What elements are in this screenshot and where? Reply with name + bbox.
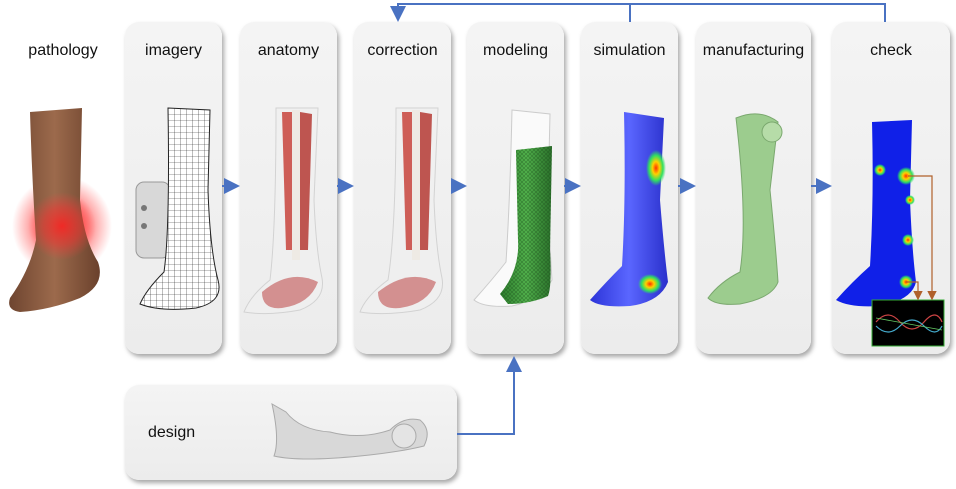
feedback-arrow xyxy=(390,3,886,22)
correction-illustration xyxy=(359,107,444,315)
stage-label-correction: correction xyxy=(367,42,438,59)
design-arrow xyxy=(457,356,522,435)
scanner-device xyxy=(135,181,171,259)
pathology-label: pathology xyxy=(28,42,98,59)
sensor-graph xyxy=(871,299,945,347)
imagery-illustration xyxy=(135,107,220,310)
stage-label-simulation: simulation xyxy=(593,42,666,59)
flow-arrows xyxy=(222,3,886,435)
design-label: design xyxy=(148,424,196,441)
stage-label-modeling: modeling xyxy=(483,42,548,59)
simulation-illustration xyxy=(590,112,668,307)
stage-label-check: check xyxy=(870,42,912,59)
pressure-map-leg xyxy=(836,120,916,307)
manufacturing-illustration xyxy=(707,113,783,305)
stage-label-imagery: imagery xyxy=(145,42,202,59)
anatomy-illustration xyxy=(243,107,324,315)
stage-label-anatomy: anatomy xyxy=(257,42,320,59)
sensor-arrow xyxy=(906,281,923,301)
wireframe-leg xyxy=(140,108,220,310)
sensor-arrow xyxy=(908,175,937,301)
modeling-illustration xyxy=(473,109,553,307)
stage-label-manufacturing: manufacturing xyxy=(702,42,805,59)
check-illustration xyxy=(836,120,945,347)
pathology-leg-illustration xyxy=(9,108,112,312)
printed-brace xyxy=(707,113,779,305)
design-illustration xyxy=(271,403,428,460)
